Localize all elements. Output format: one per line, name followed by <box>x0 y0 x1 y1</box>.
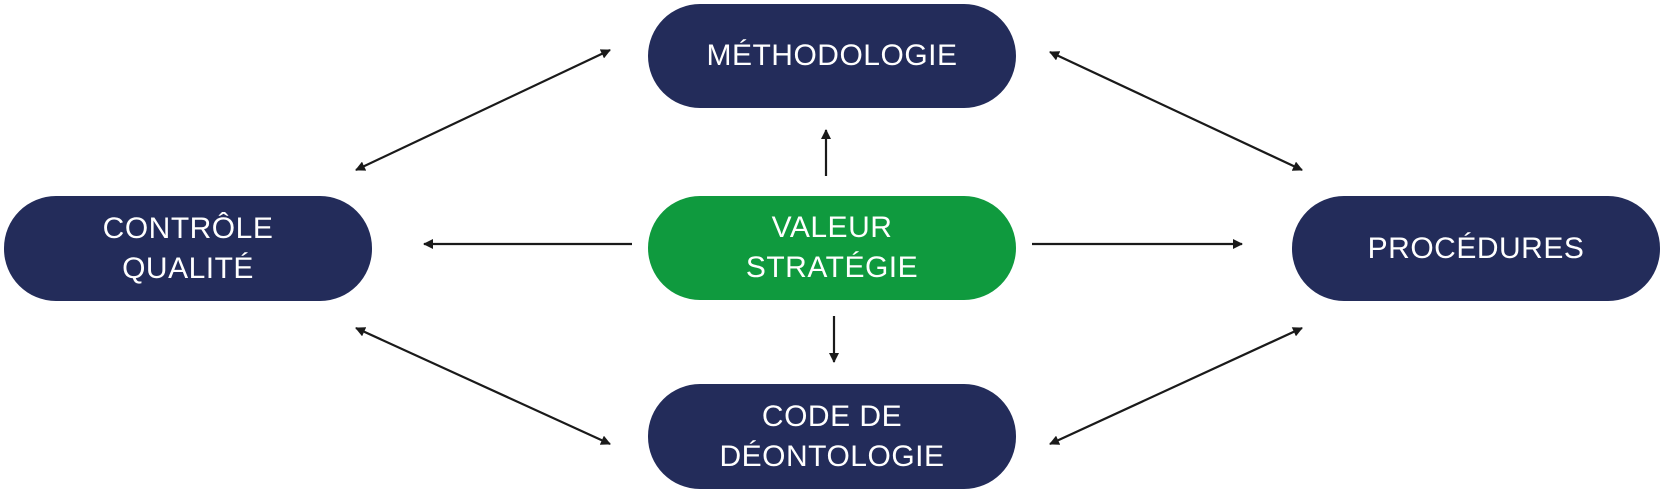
node-valeur-strategie-line-1: VALEUR <box>771 211 893 244</box>
node-code-deontologie-label: CODE DE DÉONTOLOGIE <box>720 397 945 477</box>
node-code-deontologie: CODE DE DÉONTOLOGIE <box>648 384 1016 489</box>
arrow-methodologie-procedures <box>1049 51 1303 171</box>
node-methodologie-line-1: MÉTHODOLOGIE <box>706 39 958 72</box>
node-code-deontologie-line-2: DÉONTOLOGIE <box>719 439 945 473</box>
node-procedures-line-1: PROCÉDURES <box>1367 231 1585 265</box>
arrow-code-procedures <box>1049 327 1303 445</box>
arrow-code-controle <box>355 326 611 446</box>
node-code-deontologie-line-1: CODE DE <box>761 399 903 433</box>
node-methodologie-label: MÉTHODOLOGIE <box>706 36 957 76</box>
arrow-methodologie-controle <box>355 49 611 171</box>
node-controle-qualite-line-2: QUALITÉ <box>122 251 254 285</box>
node-valeur-strategie-line-2: STRATÉGIE <box>745 251 919 284</box>
node-valeur-strategie: VALEUR STRATÉGIE <box>648 196 1016 300</box>
node-valeur-strategie-label: VALEUR STRATÉGIE <box>746 208 918 288</box>
node-controle-qualite-label: CONTRÔLE QUALITÉ <box>103 209 274 289</box>
node-procedures-label: PROCÉDURES <box>1368 229 1585 269</box>
node-controle-qualite-line-1: CONTRÔLE <box>102 211 274 245</box>
node-methodologie: MÉTHODOLOGIE <box>648 4 1016 108</box>
node-procedures: PROCÉDURES <box>1292 196 1660 301</box>
node-controle-qualite: CONTRÔLE QUALITÉ <box>4 196 372 301</box>
